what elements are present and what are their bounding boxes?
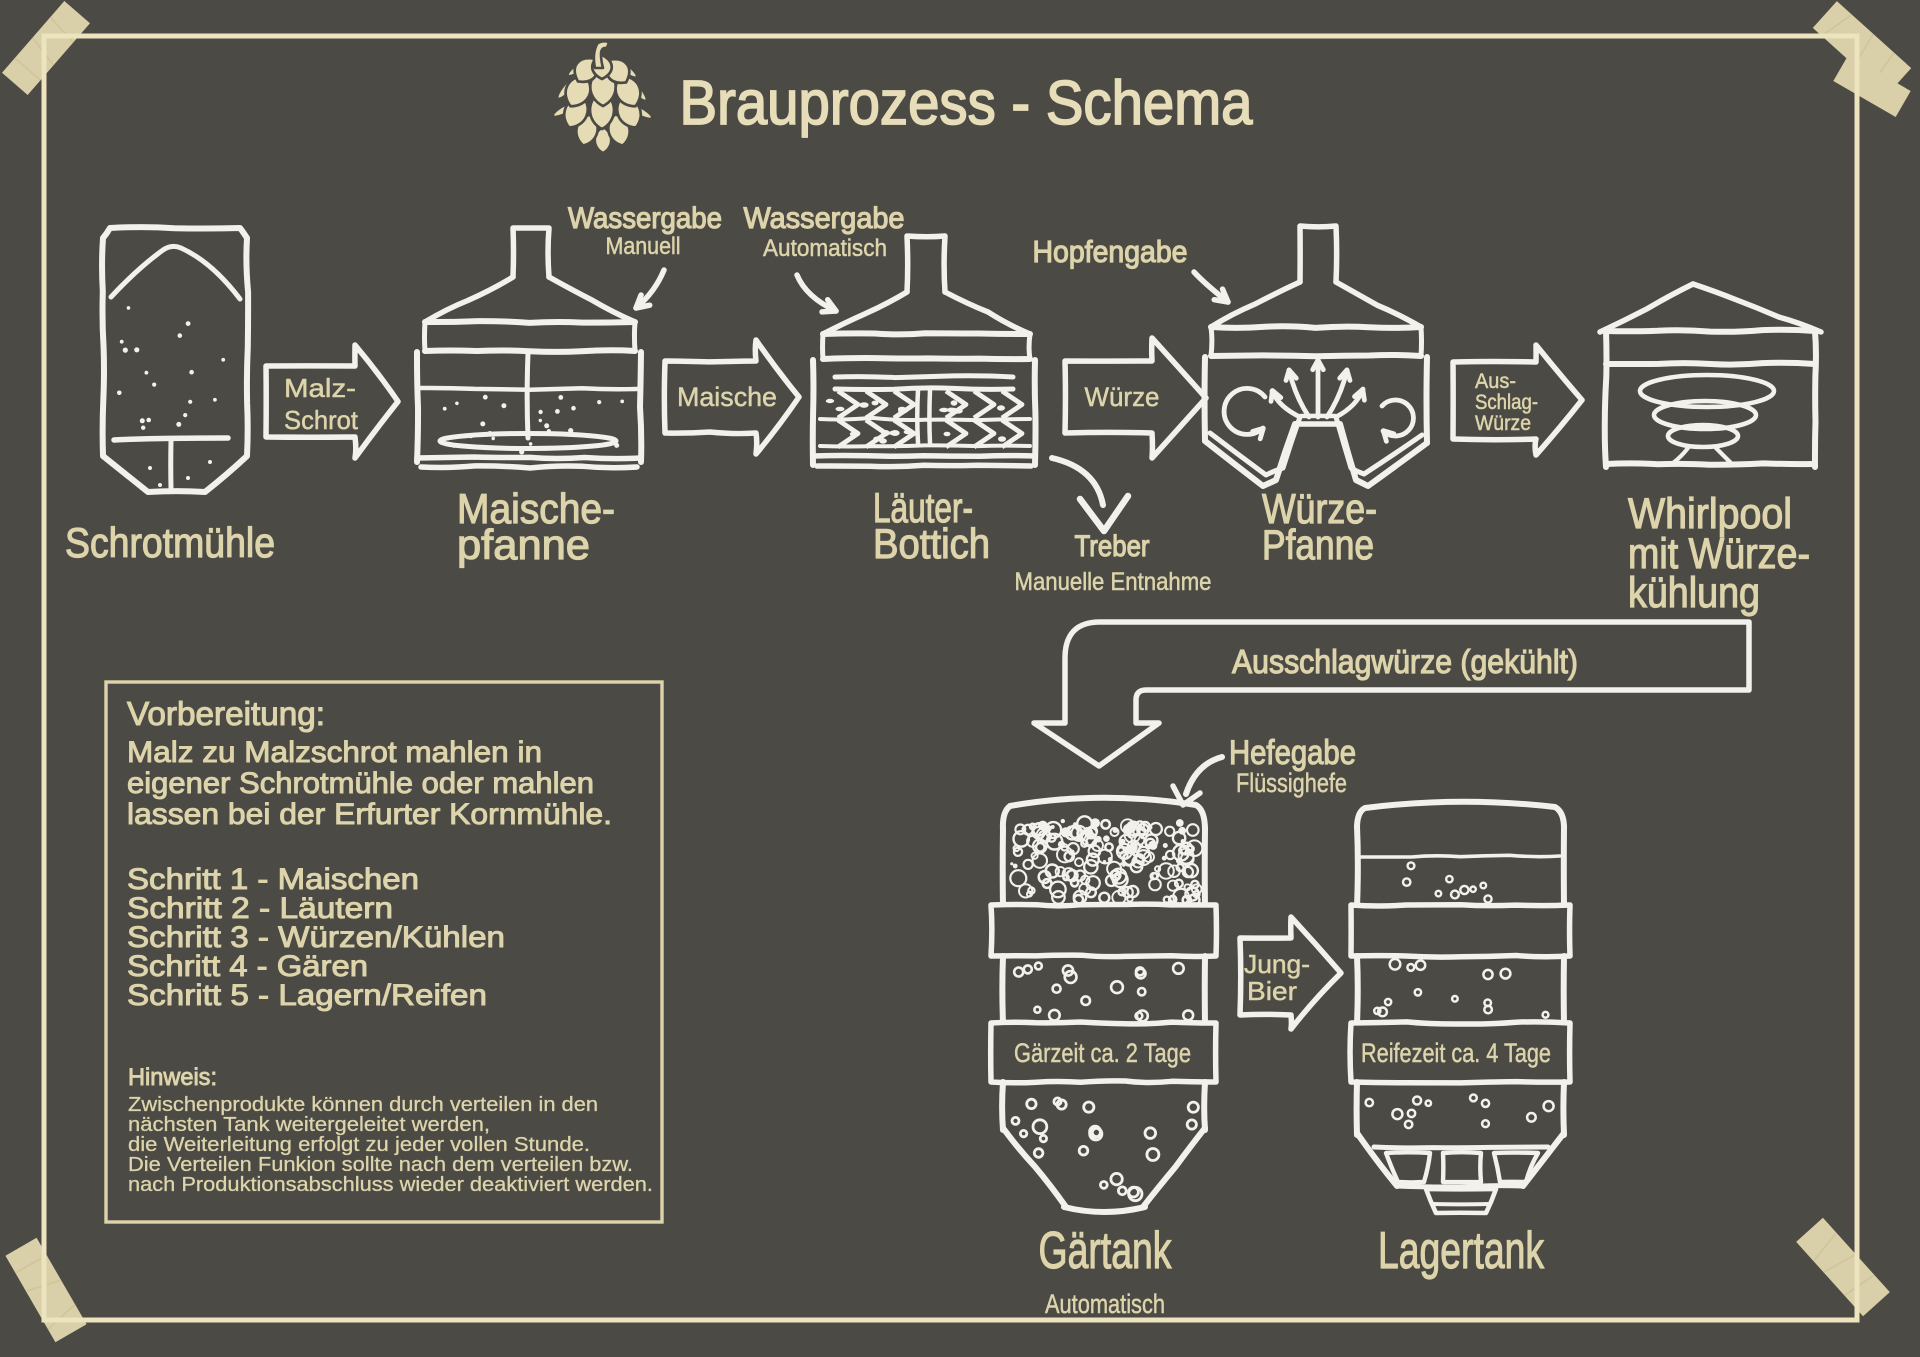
svg-text:Würze: Würze: [1475, 412, 1531, 435]
svg-text:Wassergabe: Wassergabe: [744, 202, 905, 235]
svg-text:Brauprozess - Schema: Brauprozess - Schema: [680, 69, 1253, 138]
svg-text:nach Produktionsabschluss wied: nach Produktionsabschluss wieder deaktiv…: [128, 1174, 653, 1196]
svg-text:Bottich: Bottich: [873, 520, 990, 567]
svg-text:Aus-: Aus-: [1475, 370, 1516, 393]
svg-text:Würze-: Würze-: [1262, 485, 1377, 532]
svg-text:Schlag-: Schlag-: [1475, 391, 1538, 414]
svg-text:Manuell: Manuell: [606, 233, 681, 260]
svg-text:Manuelle Entnahme: Manuelle Entnahme: [1015, 568, 1212, 596]
svg-text:Malz-: Malz-: [284, 373, 356, 403]
svg-text:Automatisch: Automatisch: [763, 235, 887, 262]
svg-text:Maische: Maische: [677, 382, 777, 412]
svg-text:Pfanne: Pfanne: [1262, 521, 1374, 568]
svg-text:Hinweis:: Hinweis:: [128, 1064, 217, 1091]
svg-text:Ausschlagwürze (gekühlt): Ausschlagwürze (gekühlt): [1232, 643, 1578, 680]
svg-text:pfanne: pfanne: [457, 521, 590, 568]
svg-text:die Weiterleitung erfolgt zu j: die Weiterleitung erfolgt zu jeder volle…: [128, 1134, 590, 1156]
svg-text:kühlung: kühlung: [1628, 569, 1760, 617]
svg-text:Schritt 1 - Maischen: Schritt 1 - Maischen: [127, 863, 419, 896]
svg-text:Gärtank: Gärtank: [1039, 1222, 1173, 1280]
svg-text:mit Würze-: mit Würze-: [1628, 530, 1810, 578]
svg-text:Läuter-: Läuter-: [873, 484, 973, 531]
svg-text:Wassergabe: Wassergabe: [568, 202, 722, 235]
svg-text:Malz zu Malzschrot mahlen in: Malz zu Malzschrot mahlen in: [127, 736, 542, 769]
svg-text:Maische-: Maische-: [457, 485, 615, 532]
svg-text:Schrotmühle: Schrotmühle: [65, 519, 275, 566]
svg-text:Zwischenprodukte können durch: Zwischenprodukte können durch verteilen …: [128, 1094, 598, 1116]
svg-text:Hopfengabe: Hopfengabe: [1033, 234, 1188, 269]
svg-text:Vorbereitung:: Vorbereitung:: [127, 695, 325, 732]
svg-text:Die Verteilen Funkion sollte n: Die Verteilen Funkion sollte nach dem ve…: [128, 1154, 633, 1176]
svg-text:Treber: Treber: [1075, 530, 1150, 563]
svg-text:Whirlpool: Whirlpool: [1628, 490, 1792, 538]
svg-text:Schrot: Schrot: [284, 405, 359, 435]
svg-text:Reifezeit ca. 4 Tage: Reifezeit ca. 4 Tage: [1361, 1038, 1551, 1068]
svg-text:Flüssighefe: Flüssighefe: [1236, 768, 1347, 798]
svg-text:Hefegabe: Hefegabe: [1229, 734, 1356, 772]
svg-text:Automatisch: Automatisch: [1045, 1289, 1165, 1319]
svg-text:Würze: Würze: [1085, 382, 1160, 412]
svg-text:Gärzeit ca. 2 Tage: Gärzeit ca. 2 Tage: [1014, 1038, 1191, 1068]
svg-text:Schritt 5 - Lagern/Reifen: Schritt 5 - Lagern/Reifen: [127, 979, 487, 1012]
svg-text:Schritt 3 - Würzen/Kühlen: Schritt 3 - Würzen/Kühlen: [127, 921, 505, 954]
svg-text:Bier: Bier: [1247, 976, 1297, 1006]
svg-text:Schritt 4 - Gären: Schritt 4 - Gären: [127, 950, 368, 983]
svg-text:eigener Schrotmühle oder mahle: eigener Schrotmühle oder mahlen: [127, 767, 594, 800]
svg-text:lassen bei der Erfurter Kornmü: lassen bei der Erfurter Kornmühle.: [127, 798, 612, 831]
svg-text:nächsten Tank weitergeleitet w: nächsten Tank weitergeleitet werden,: [128, 1114, 490, 1136]
svg-text:Schritt 2 - Läutern: Schritt 2 - Läutern: [127, 892, 393, 925]
svg-text:Jung-: Jung-: [1244, 949, 1310, 979]
svg-text:Lagertank: Lagertank: [1378, 1222, 1545, 1280]
